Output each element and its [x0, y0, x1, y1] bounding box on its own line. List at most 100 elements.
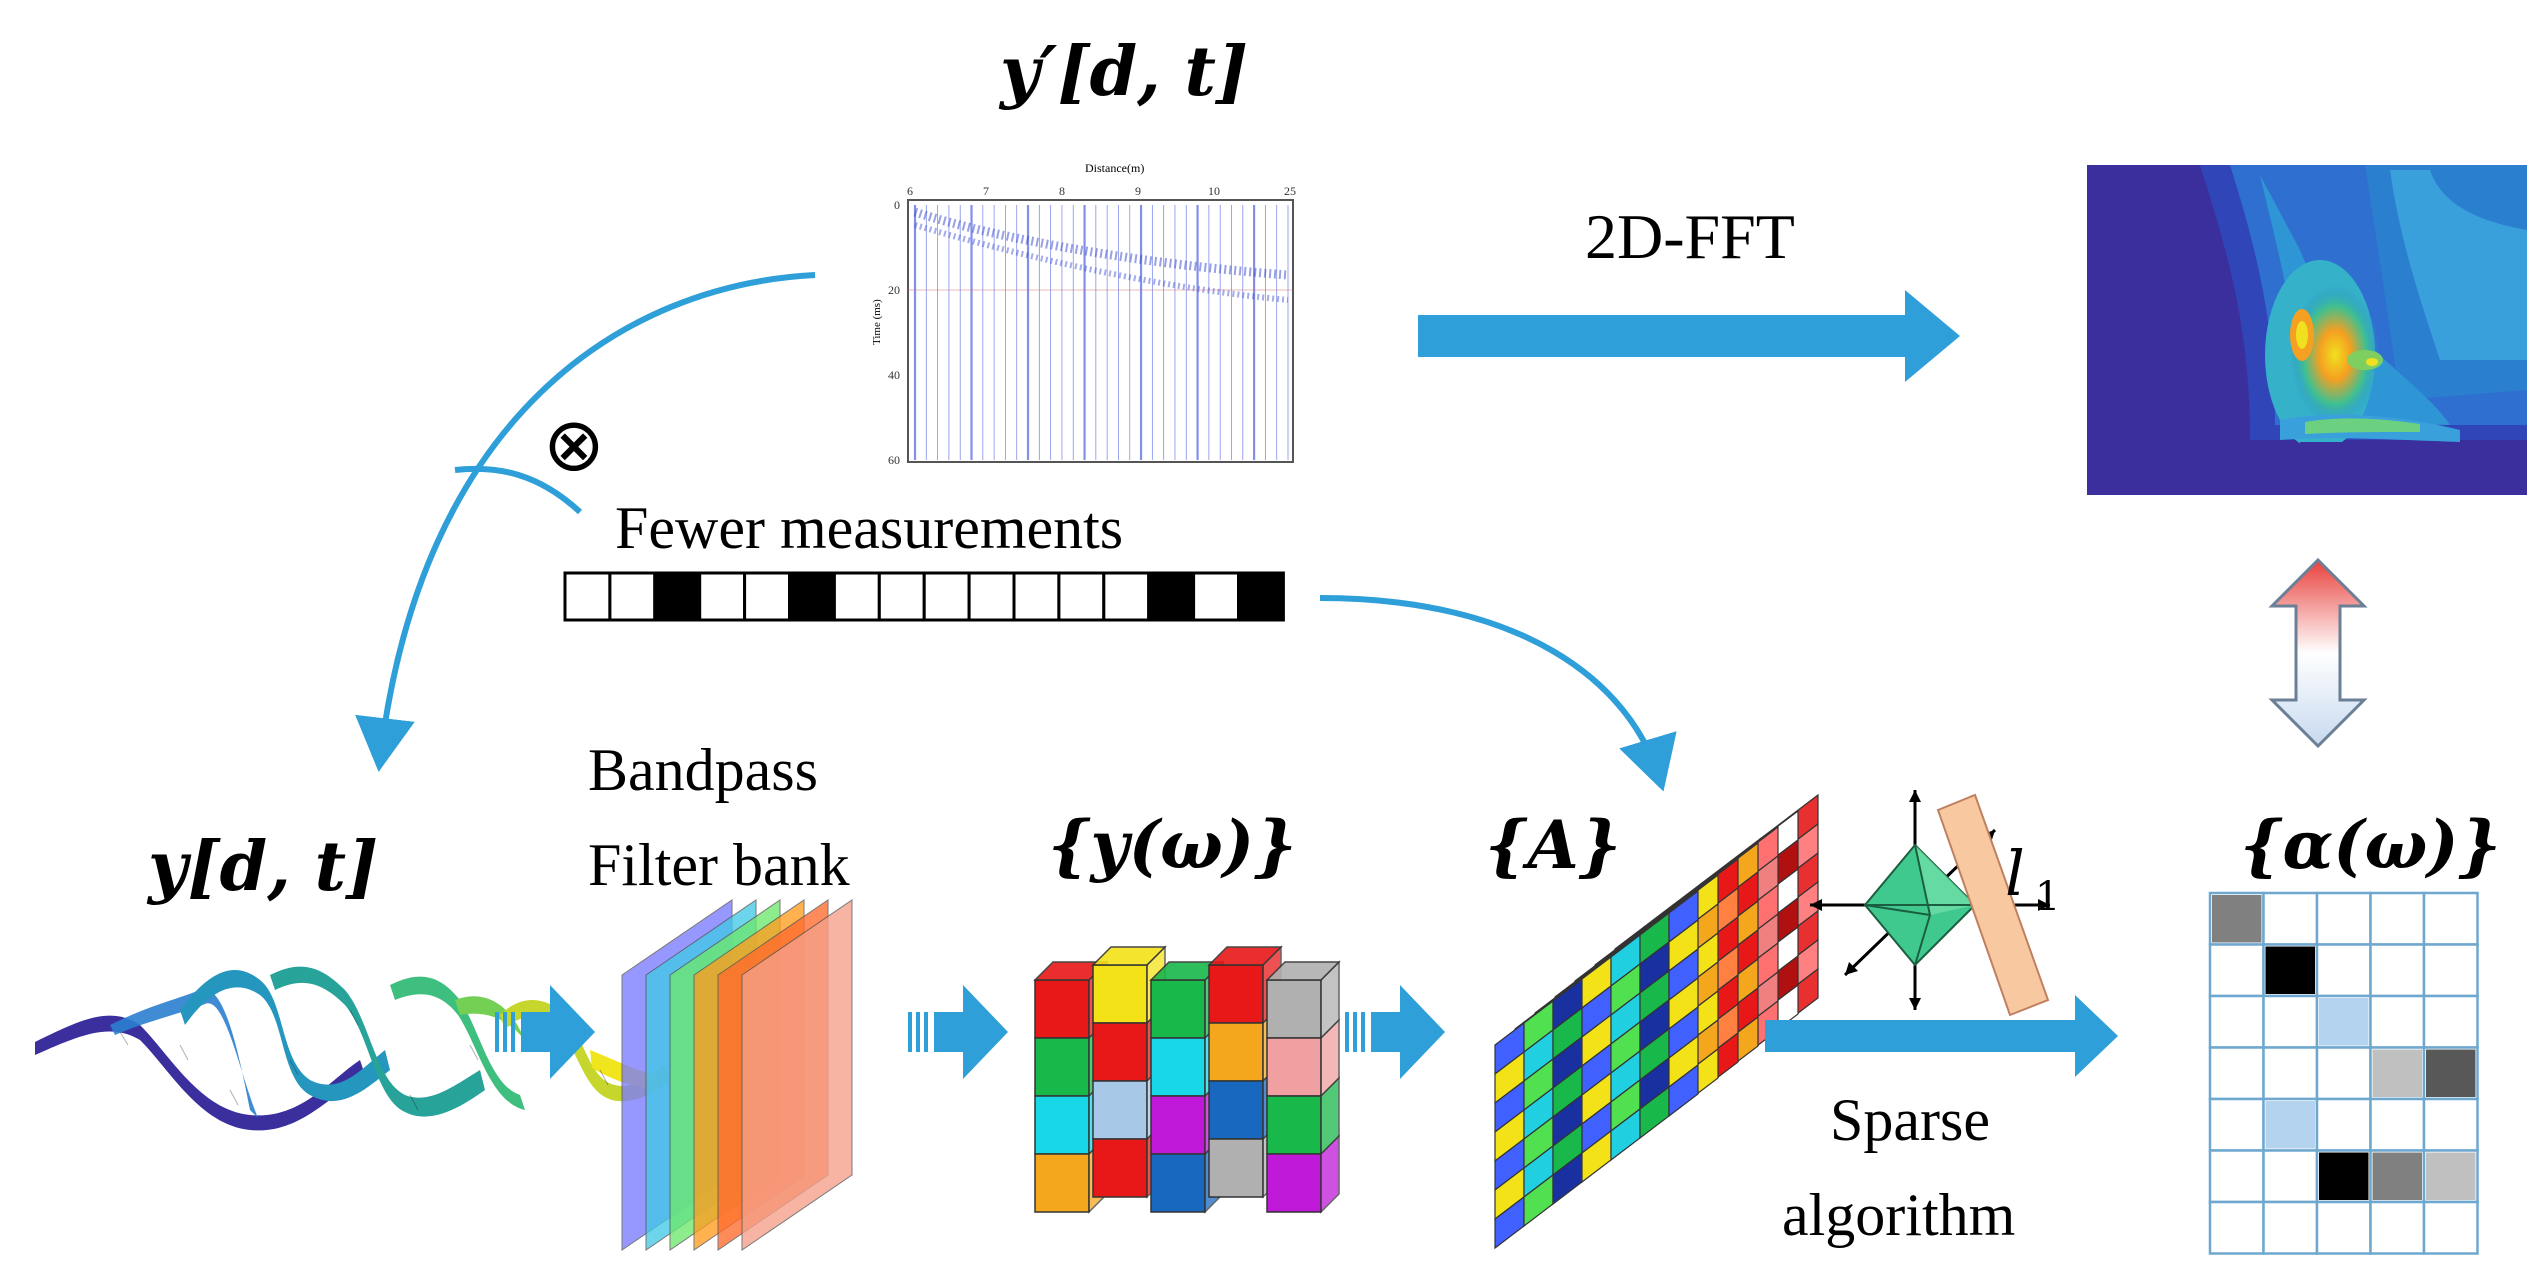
alpha-cell — [2208, 1046, 2265, 1101]
y-omega-label: {y(ω)} — [1048, 806, 1297, 884]
alpha-cell — [2208, 1149, 2265, 1204]
seismic-event — [914, 222, 1289, 303]
alpha-cell — [2369, 1200, 2426, 1255]
seismic-event — [913, 207, 1289, 280]
mask-cell — [1102, 571, 1151, 622]
cube-front — [1034, 1095, 1090, 1155]
mask-cell — [832, 571, 881, 622]
filter-bank-layers — [621, 899, 853, 1251]
otimes-symbol: ⊗ — [543, 402, 605, 488]
alpha-cell — [2208, 1097, 2265, 1152]
cube-top — [1091, 946, 1167, 966]
alpha-nonzero-cell — [2319, 1152, 2369, 1200]
cube-front — [1208, 1080, 1264, 1140]
mask-arc — [454, 465, 583, 515]
alpha-nonzero-cell — [2265, 1101, 2315, 1149]
seismogram-top-axis-label: Distance(m) — [1085, 161, 1144, 175]
cube-front — [1150, 979, 1206, 1039]
cube-front — [1266, 1037, 1322, 1097]
alpha-cell — [2262, 1046, 2319, 1101]
mask-cell — [922, 571, 971, 622]
cube-front — [1034, 1153, 1090, 1213]
alpha-nonzero-cell — [2212, 895, 2262, 943]
sensing-matrices — [1494, 793, 1819, 1250]
cube-front — [1092, 1138, 1148, 1198]
cube-front — [1208, 1138, 1264, 1198]
alpha-cell — [2422, 1097, 2479, 1152]
x-tick-label: 9 — [1135, 184, 1141, 198]
x-tick-label: 6 — [907, 184, 913, 198]
alpha-cell — [2369, 994, 2426, 1049]
cube-top — [1207, 946, 1283, 966]
alpha-cell — [2422, 994, 2479, 1049]
mask-cell — [967, 571, 1016, 622]
curve-to-y-arrow — [355, 272, 816, 772]
y-tick-label: 60 — [888, 453, 900, 467]
matrix-cell — [1668, 1063, 1699, 1118]
x-tick-label: 8 — [1059, 184, 1065, 198]
l1-ball-diagram: l 1 — [1810, 790, 2060, 1017]
sparse-label-line2: algorithm — [1782, 1182, 2015, 1248]
cube-front — [1150, 1153, 1206, 1213]
alpha-cell — [2208, 1200, 2265, 1255]
cube-front — [1034, 1037, 1090, 1097]
sparse-label-line1: Sparse — [1830, 1087, 1990, 1153]
fewer-measurements-label: Fewer measurements — [615, 495, 1123, 561]
mask-cell — [788, 571, 836, 622]
mask-cell — [653, 571, 702, 622]
cube-front — [1092, 964, 1148, 1024]
alpha-cell — [2262, 1200, 2319, 1255]
alpha-cell — [2262, 891, 2319, 946]
seismogram-left-axis-label: Time (ms) — [871, 299, 883, 345]
alpha-nonzero-cell — [2426, 1049, 2476, 1097]
cube-front — [1092, 1022, 1148, 1082]
cube-front — [1266, 1095, 1322, 1155]
cube-front — [1034, 979, 1090, 1039]
alpha-cell — [2208, 943, 2265, 998]
alpha-cell — [2369, 891, 2426, 946]
x-tick-label: 10 — [1208, 184, 1220, 198]
x-tick-label: 7 — [983, 184, 989, 198]
cube-front — [1150, 1037, 1206, 1097]
alpha-nonzero-cell — [2426, 1152, 2476, 1200]
l1-label: l — [2005, 837, 2025, 910]
mask-cell — [698, 571, 747, 622]
dashed-block-arrow — [908, 985, 1008, 1079]
mask-cell — [877, 571, 926, 622]
A-set-label: {A} — [1485, 806, 1621, 884]
alpha-label: {α(ω)} — [2240, 806, 2501, 884]
fft-arrow — [1418, 290, 1960, 382]
alpha-nonzero-cell — [2265, 946, 2315, 994]
fft-label: 2D-FFT — [1585, 201, 1795, 272]
mask-cell — [1237, 571, 1285, 622]
correspondence-double-arrow — [2268, 557, 2368, 749]
bandpass-label-line1: Bandpass — [588, 737, 818, 803]
pipeline-arrows — [495, 985, 1445, 1079]
alpha-nonzero-cell — [2319, 998, 2369, 1046]
cube-front — [1150, 1095, 1206, 1155]
alpha-cell — [2262, 1149, 2319, 1204]
seismogram-traces — [908, 205, 1293, 460]
seismogram-x-ticks: 6 7 8 9 10 25 — [907, 184, 1296, 198]
x-tick-label: 25 — [1284, 184, 1296, 198]
fk-spectrum-image — [2087, 165, 2527, 495]
dashed-block-arrow — [495, 985, 595, 1079]
alpha-cell — [2315, 1097, 2372, 1152]
filter-layer — [741, 899, 853, 1251]
cube-front — [1266, 979, 1322, 1039]
cube-front — [1208, 964, 1264, 1024]
mask-cell — [1057, 571, 1106, 622]
cube-front — [1092, 1080, 1148, 1140]
alpha-cell — [2369, 943, 2426, 998]
alpha-cell — [2315, 1200, 2372, 1255]
y-dt-label: y[d, t] — [146, 827, 378, 907]
cube-front — [1266, 1153, 1322, 1213]
mask-cell — [1192, 571, 1240, 622]
alpha-cell — [2369, 1097, 2426, 1152]
alpha-cell — [2262, 994, 2319, 1049]
alpha-nonzero-cell — [2372, 1152, 2422, 1200]
y-tick-label: 0 — [894, 198, 900, 212]
alpha-cell — [2422, 1200, 2479, 1255]
